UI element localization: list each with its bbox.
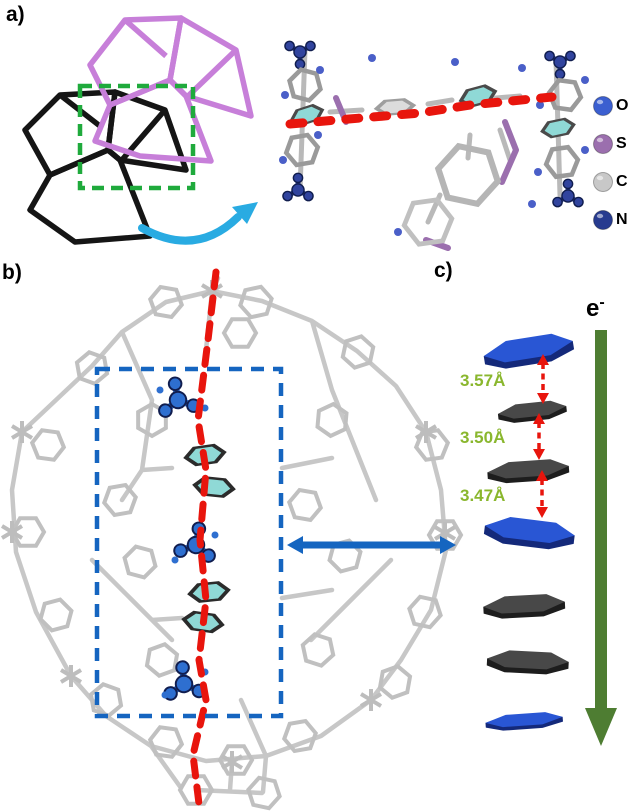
electron-label: e- [586, 294, 605, 323]
stacking-axis-dashes [189, 268, 220, 812]
metal-nodes [0, 278, 457, 775]
legend-label-O: O [616, 97, 628, 114]
panel-b-label: b) [2, 261, 22, 284]
legend-swatch-O [593, 96, 613, 116]
amidinium-unit [545, 51, 575, 78]
zoom-arrow-icon [138, 202, 258, 245]
pi-ring-highlight [194, 476, 234, 497]
nitrogen-atoms [279, 54, 589, 236]
stacked-disc-dark [482, 593, 566, 620]
legend-label-N: N [616, 211, 628, 228]
distance-label-3: 3.47Å [460, 486, 506, 505]
cage-framework [0, 268, 463, 812]
framework-bonds [9, 275, 449, 796]
legend-label-S: S [616, 135, 627, 152]
highlight-box-green [77, 83, 196, 191]
molecular-detail [279, 41, 589, 251]
pi-ring-highlight [189, 581, 229, 602]
distance-label-1: 3.57Å [460, 371, 506, 390]
pi-ring-highlight [538, 115, 578, 141]
amidinium-unit [285, 41, 315, 68]
electron-label-base: e [586, 295, 600, 322]
purple-sulfur-bonds [333, 95, 519, 251]
distance-arrow [537, 354, 549, 404]
panel-c-label: c) [434, 259, 453, 282]
stacked-disc-blue [483, 514, 576, 553]
highlight-box-blue [94, 366, 284, 719]
panel-a-label: a) [6, 3, 25, 26]
legend-swatch-S [593, 134, 613, 154]
legend-swatch-N [593, 210, 613, 230]
stacked-disc-blue [481, 330, 576, 372]
stacked-disc-dark [486, 649, 570, 676]
stacking-axis-dashes [285, 92, 557, 129]
legend-swatch-shine [596, 99, 604, 219]
amidinium-unit [283, 173, 313, 200]
panel-link-arrow-icon [287, 536, 456, 554]
distance-arrow [533, 413, 545, 460]
stacked-disc-dark [486, 457, 570, 485]
distance-arrow [536, 470, 548, 518]
distance-arrows [533, 354, 549, 518]
guanidinium-unit [154, 374, 201, 418]
legend-label-C: C [616, 173, 628, 190]
electron-arrow-icon [585, 330, 617, 746]
electron-label-sup: - [599, 294, 605, 311]
stacked-disc-dark [497, 399, 568, 425]
legend-swatch-C [593, 172, 613, 192]
atom-legend [593, 96, 613, 230]
stacked-disc-blue [485, 710, 564, 732]
detail-bonds [297, 47, 563, 225]
phenyl-ring [544, 146, 580, 178]
distance-label-2: 3.50Å [460, 428, 506, 447]
